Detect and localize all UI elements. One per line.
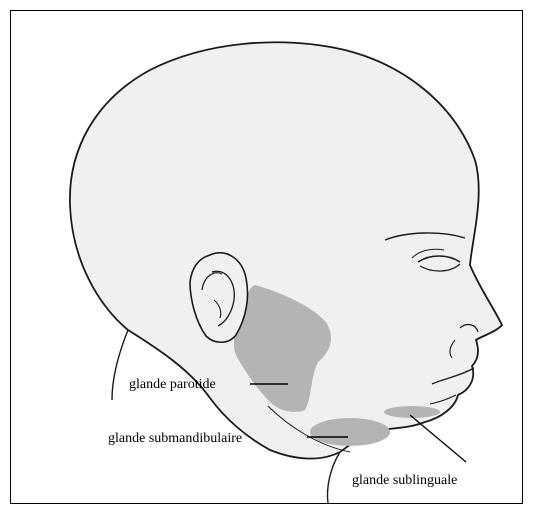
- label-submandibular: glande submandibulaire: [108, 431, 242, 446]
- neck-back-line: [112, 330, 128, 400]
- submandibular-gland: [310, 418, 390, 446]
- neck-front-line: [328, 452, 341, 503]
- sublingual-leader-line: [410, 415, 466, 462]
- label-parotid: glande parotide: [129, 377, 216, 392]
- label-sublingual: glande sublinguale: [352, 473, 457, 488]
